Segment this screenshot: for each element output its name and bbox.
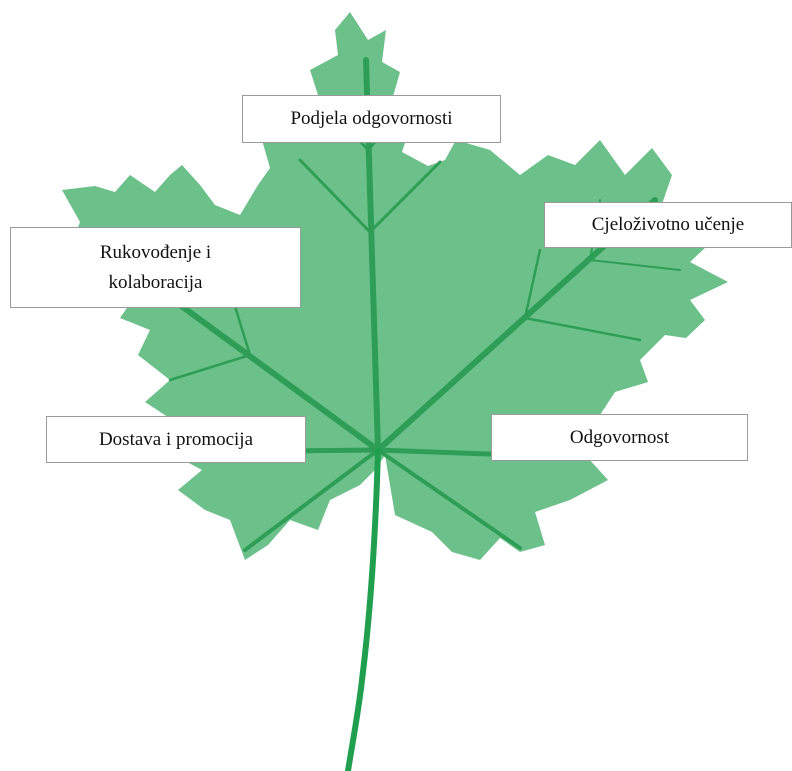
vein-secondary bbox=[523, 316, 642, 342]
vein-secondary bbox=[298, 158, 372, 234]
label-lower-left-text: Dostava i promocija bbox=[98, 428, 254, 450]
label-top: Podjela odgovornosti bbox=[242, 95, 501, 143]
label-lower-right: Odgovornost bbox=[491, 414, 748, 461]
label-upper-left-line2: kolaboracija bbox=[108, 271, 203, 293]
label-upper-right-text: Cjeloživotno učenje bbox=[591, 214, 745, 236]
leaf-stem bbox=[345, 447, 381, 771]
vein-secondary bbox=[368, 160, 442, 234]
leaf-veins bbox=[102, 57, 681, 552]
label-upper-right: Cjeloživotno učenje bbox=[544, 202, 792, 248]
vein-secondary bbox=[589, 259, 681, 271]
label-upper-left-line1: Rukovođenje i bbox=[99, 242, 212, 264]
label-top-text: Podjela odgovornosti bbox=[290, 108, 453, 130]
vein-secondary bbox=[523, 248, 542, 320]
vein-down-right bbox=[376, 448, 522, 550]
label-lower-left: Dostava i promocija bbox=[46, 416, 306, 463]
vein-secondary bbox=[168, 353, 252, 382]
vein-down-left bbox=[243, 448, 380, 552]
label-upper-left: Rukovođenje i kolaboracija bbox=[10, 227, 301, 308]
label-lower-right-text: Odgovornost bbox=[569, 426, 670, 448]
